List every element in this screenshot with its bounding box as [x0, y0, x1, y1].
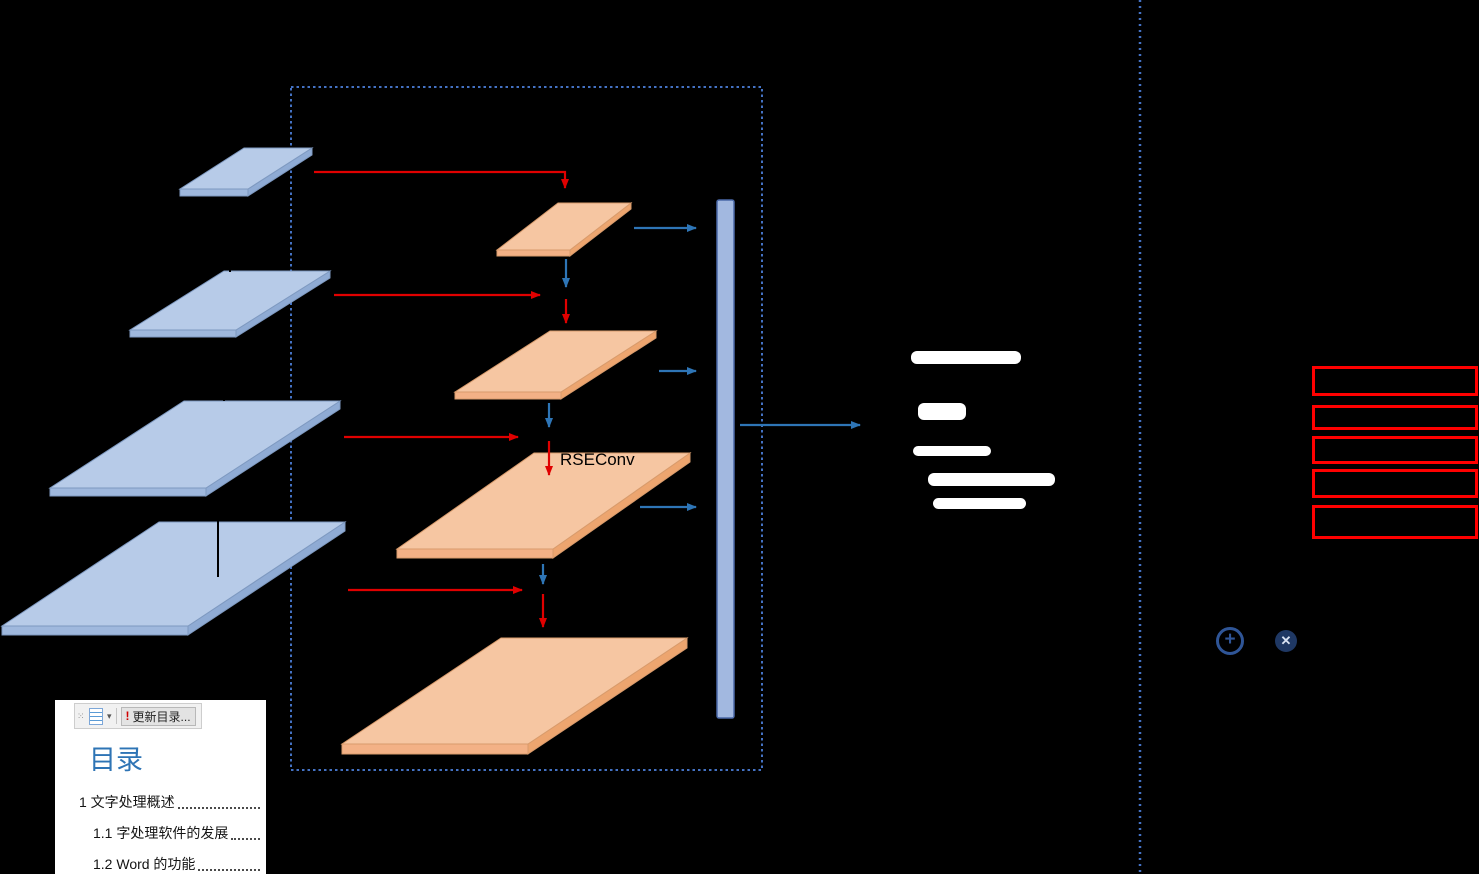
toc-entry-1-1[interactable]: 1.1 字处理软件的发展	[93, 823, 263, 843]
input-layer-3	[48, 400, 342, 497]
update-toc-button[interactable]: ! 更新目录...	[120, 706, 196, 726]
redacted-text-block	[913, 446, 991, 456]
feature-layer-4	[340, 637, 689, 755]
redacted-text-block	[911, 351, 1021, 364]
dot-leader	[198, 869, 260, 871]
dot-leader	[177, 807, 260, 809]
multiply-symbol: ✕	[1280, 633, 1292, 648]
toc-document-icon[interactable]	[89, 707, 103, 725]
update-warning-icon: !	[125, 709, 130, 723]
flow-step-box-2	[1312, 405, 1478, 430]
concat-bar	[716, 199, 735, 719]
redacted-text-block	[933, 498, 1026, 509]
rseconv-label: RSEConv	[560, 450, 635, 469]
flow-step-box-5	[1312, 505, 1478, 539]
toc-entry-label: 1.1 字处理软件的发展	[93, 825, 229, 841]
feature-layer-1	[495, 201, 633, 258]
redacted-text-block	[918, 403, 966, 420]
dot-leader	[231, 838, 260, 840]
chevron-down-icon[interactable]: ▾	[107, 710, 112, 721]
feature-layer-3-rseconv	[395, 452, 692, 559]
toc-toolbar: ⁙ ▾ ! 更新目录...	[74, 703, 202, 729]
word-toc-popup: ⁙ ▾ ! 更新目录... 目录 1 文字处理概述 1.1 字处理软件的发展 1…	[55, 700, 266, 874]
toc-entry-1[interactable]: 1 文字处理概述	[79, 792, 263, 812]
flow-step-box-3	[1312, 436, 1478, 464]
elementwise-multiply-icon: ✕	[1275, 630, 1297, 652]
skip-arrow-1	[314, 170, 569, 189]
toc-entry-label: 1 文字处理概述	[79, 794, 175, 810]
toc-entry-label: 1.2 Word 的功能	[93, 856, 196, 872]
update-toc-label: 更新目录...	[132, 709, 191, 724]
toc-title: 目录	[89, 745, 143, 775]
input-layer-2	[128, 270, 332, 338]
toc-entry-1-2[interactable]: 1.2 Word 的功能	[93, 854, 263, 874]
redacted-text-block	[928, 473, 1055, 486]
elementwise-add-icon: +	[1216, 627, 1244, 655]
add-symbol: +	[1224, 629, 1236, 650]
input-layer-4	[0, 521, 347, 636]
drag-handle-icon[interactable]: ⁙	[77, 710, 85, 721]
input-layer-1	[178, 147, 314, 197]
toc-list: 1 文字处理概述 1.1 字处理软件的发展 1.2 Word 的功能	[79, 792, 263, 874]
toolbar-divider	[115, 708, 117, 724]
feature-layer-2	[453, 330, 658, 400]
flow-step-box-1	[1312, 366, 1478, 396]
flow-step-box-4	[1312, 469, 1478, 498]
